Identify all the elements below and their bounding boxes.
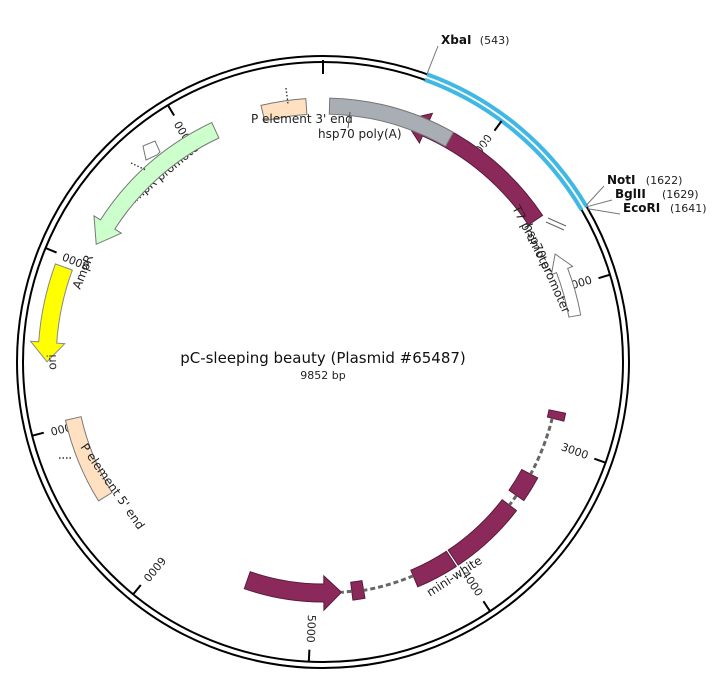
tick-mark (598, 273, 611, 280)
tick-mark (45, 247, 57, 254)
feature-hsp70-polya-label: hsp70 poly(A) (318, 127, 402, 141)
tick-mark (31, 431, 45, 437)
plasmid-size: 9852 bp (300, 369, 345, 382)
p-element-3-dotted (285, 87, 289, 105)
mini-white-intron (341, 589, 352, 594)
feature-ampr[interactable] (93, 121, 220, 246)
site-xbai-position: (543) (480, 34, 510, 47)
feature-ori-label: ori (45, 354, 60, 370)
mini-white-exon (508, 468, 539, 502)
tick-label: 3000 (559, 440, 590, 462)
ampr-dotted (130, 162, 147, 171)
site-bglii-position: (1629) (662, 188, 699, 201)
mini-white-intron (363, 574, 414, 592)
insert-highlight-outer (426, 72, 589, 209)
feature-p-element-5[interactable] (64, 416, 113, 502)
feature-ampr-promoter[interactable] (142, 140, 161, 161)
site-ecori-name[interactable]: EcoRI (623, 201, 660, 215)
tick-mark (132, 584, 142, 595)
site-leader (426, 45, 439, 75)
site-noti-position: (1622) (646, 174, 683, 187)
site-leader (587, 208, 621, 215)
feature-p-element-5-label: P element 5' end (78, 441, 148, 532)
feature-mini-white[interactable] (243, 409, 567, 612)
tick-mark (493, 120, 503, 132)
backbone-outer (16, 55, 630, 669)
mini-white-exon (243, 571, 343, 612)
feature-hsp70-polya[interactable] (328, 97, 455, 148)
mini-white-exon (447, 499, 518, 566)
mini-white-exon (410, 550, 457, 588)
tick-mark (593, 457, 606, 464)
feature-p-element-3[interactable] (260, 98, 308, 122)
plasmid-title: pC-sleeping beauty (Plasmid #65487) (180, 349, 466, 367)
tick-mark (307, 649, 311, 662)
tick-label: 6000 (141, 554, 169, 584)
hsp70-polya-leader (347, 111, 351, 129)
feature-p-element-3-label: P element 3' end (251, 112, 353, 126)
tick-mark (482, 600, 491, 612)
feature-ori[interactable] (29, 263, 73, 363)
site-ecori-position: (1641) (670, 202, 707, 215)
feature-hsp70-promoter[interactable] (550, 253, 582, 318)
site-leader (585, 185, 605, 206)
site-noti-name[interactable]: NotI (607, 173, 636, 187)
site-xbai-name[interactable]: XbaI (441, 33, 471, 47)
site-bglii-name[interactable]: BglII (615, 187, 646, 201)
tick-mark (167, 104, 175, 117)
tick-label: 5000 (304, 614, 318, 643)
mini-white-exon (546, 409, 567, 422)
restriction-sites: XbaI (543) NotI (1622)BglII (1629)EcoRI (1641… (426, 33, 707, 215)
mini-white-intron (508, 494, 518, 507)
mini-white-intron (529, 417, 554, 475)
mini-white-exon (350, 580, 366, 601)
insert-highlight-inner (424, 77, 584, 212)
feature-t7-promoter (545, 217, 567, 231)
site-leader (586, 199, 613, 208)
